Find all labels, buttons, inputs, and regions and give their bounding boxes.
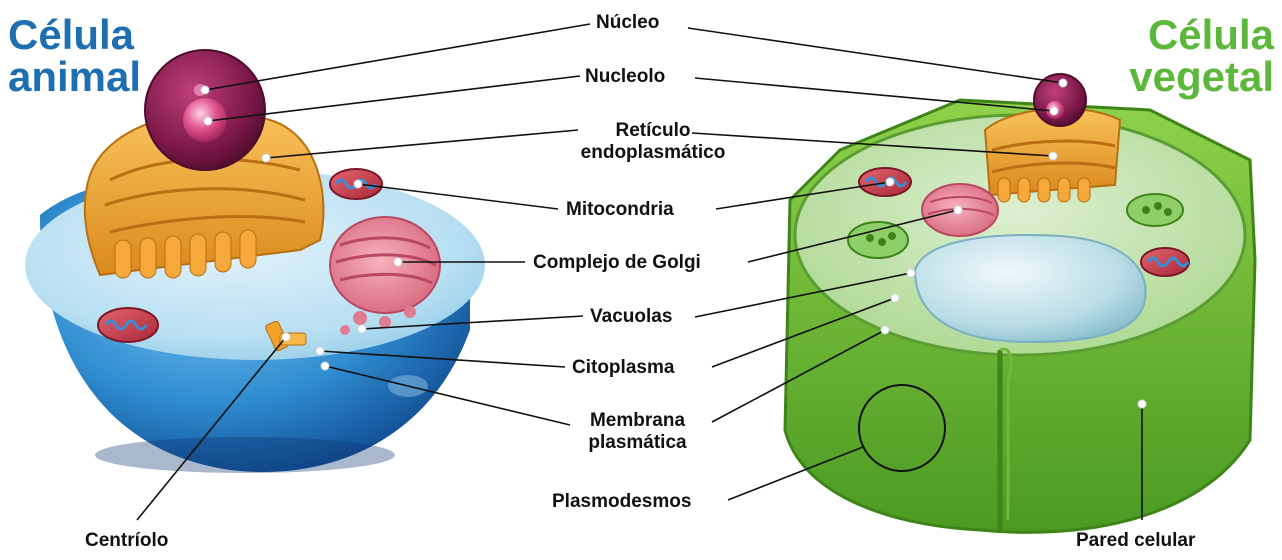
plant-vacuole-icon <box>915 235 1146 342</box>
title-animal-line2: animal <box>8 56 141 98</box>
title-vegetal-line2: vegetal <box>1129 56 1274 98</box>
leader-nucleolo-vegetal <box>695 78 1054 111</box>
label-reticulo-line1: Retículo <box>578 120 728 142</box>
animal-nucleus-icon <box>145 50 265 170</box>
label-pared-celular: Pared celular <box>1076 530 1195 552</box>
label-vacuolas: Vacuolas <box>590 306 672 328</box>
title-vegetal-line1: Célula <box>1129 14 1274 56</box>
label-reticulo-line2: endoplasmático <box>578 142 728 164</box>
label-nucleolo: Nucleolo <box>585 66 665 88</box>
label-plasmodesmos: Plasmodesmos <box>552 491 691 513</box>
leader-nucleo-vegetal <box>688 28 1063 83</box>
title-animal-cell: Célula animal <box>8 14 141 98</box>
label-citoplasma: Citoplasma <box>572 357 674 379</box>
leader-nucleo-animal <box>205 24 590 90</box>
title-plant-cell: Célula vegetal <box>1129 14 1274 98</box>
animal-shadow <box>95 437 395 473</box>
title-animal-line1: Célula <box>8 14 141 56</box>
label-membrana: Membrana plasmática <box>570 410 705 454</box>
label-golgi: Complejo de Golgi <box>533 252 701 274</box>
label-reticulo: Retículo endoplasmático <box>578 120 728 164</box>
leader-reticulo-animal <box>266 130 578 158</box>
label-centriolo: Centríolo <box>85 530 168 552</box>
label-membrana-line2: plasmática <box>570 432 705 454</box>
label-mitocondria: Mitocondria <box>566 199 674 221</box>
label-nucleo: Núcleo <box>596 12 659 34</box>
label-membrana-line1: Membrana <box>570 410 705 432</box>
